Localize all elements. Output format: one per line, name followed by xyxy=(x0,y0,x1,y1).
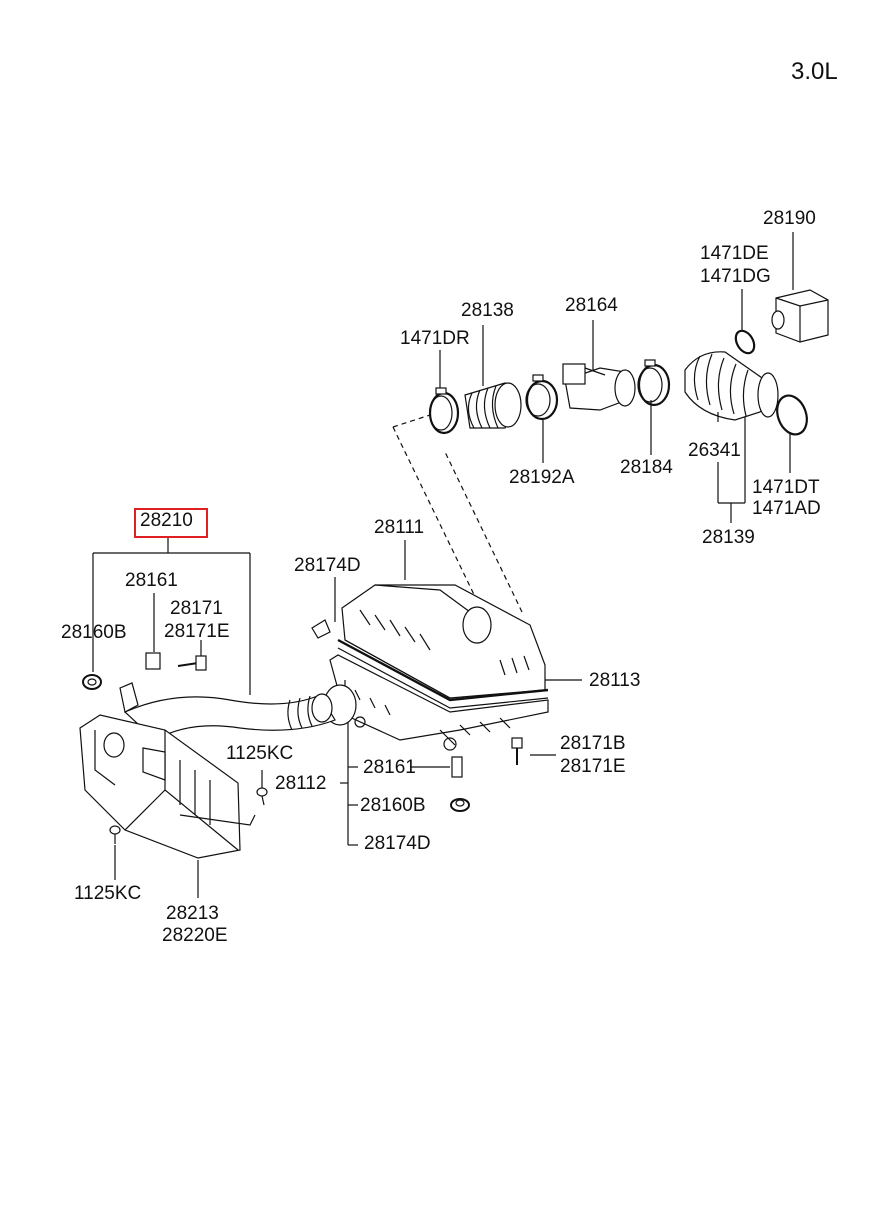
grommet-28160B-mid xyxy=(450,798,470,812)
bolt-28171-left xyxy=(177,655,207,671)
part-label-1471DE[interactable]: 1471DE xyxy=(700,243,769,264)
part-label-1125KC-bottom[interactable]: 1125KC xyxy=(74,883,142,904)
part-label-28192A[interactable]: 28192A xyxy=(509,467,575,488)
clip-28174D-shape xyxy=(311,619,331,639)
engine-size-label: 3.0L xyxy=(791,58,838,85)
part-label-28220E[interactable]: 28220E xyxy=(162,925,228,946)
grommet-28160B-left xyxy=(82,674,102,690)
part-label-1125KC-mid[interactable]: 1125KC xyxy=(226,743,294,764)
leader-lines-assembly xyxy=(92,536,582,898)
part-label-28210[interactable]: 28210 xyxy=(140,510,193,531)
resonator-box xyxy=(79,682,256,859)
part-label-28161-mid[interactable]: 28161 xyxy=(363,757,416,778)
part-label-28171E-left[interactable]: 28171E xyxy=(164,621,230,642)
air-cleaner-cover-28190 xyxy=(771,289,829,343)
part-label-1471DT[interactable]: 1471DT xyxy=(752,477,820,498)
part-label-28184[interactable]: 28184 xyxy=(620,457,673,478)
intake-hose-28139 xyxy=(684,351,779,422)
resonator-hose-28138 xyxy=(464,382,522,429)
connection-dashed-outline xyxy=(392,414,523,613)
clamp-28192A-shape xyxy=(525,374,559,421)
bolt-28171B xyxy=(511,737,523,765)
part-label-1471DG[interactable]: 1471DG xyxy=(700,266,771,287)
part-label-28171B[interactable]: 28171B xyxy=(560,733,626,754)
part-label-26341[interactable]: 26341 xyxy=(688,440,741,461)
air-flow-sensor-28164 xyxy=(562,363,636,411)
part-label-28138[interactable]: 28138 xyxy=(461,300,514,321)
part-label-28161-left[interactable]: 28161 xyxy=(125,570,178,591)
duct-hose xyxy=(123,693,336,741)
part-label-28139[interactable]: 28139 xyxy=(702,527,755,548)
part-label-1471AD[interactable]: 1471AD xyxy=(752,498,821,519)
part-label-28174D-bottom[interactable]: 28174D xyxy=(364,833,431,854)
part-label-28213[interactable]: 28213 xyxy=(166,903,219,924)
air-cleaner-body xyxy=(323,584,549,751)
part-label-28160B-mid[interactable]: 28160B xyxy=(360,795,426,816)
leader-lines-upper xyxy=(439,232,794,523)
bolt-1125KC-bottom xyxy=(109,825,121,844)
part-label-28190[interactable]: 28190 xyxy=(763,208,816,229)
part-label-28113[interactable]: 28113 xyxy=(589,670,641,691)
part-label-1471DR[interactable]: 1471DR xyxy=(400,328,470,349)
collar-28161-left xyxy=(145,652,161,670)
part-label-28164[interactable]: 28164 xyxy=(565,295,618,316)
part-label-28171E-right[interactable]: 28171E xyxy=(560,756,626,777)
bolt-1125KC-mid xyxy=(256,787,268,806)
clamp-1471DT-shape xyxy=(776,394,808,436)
part-label-28160B-left[interactable]: 28160B xyxy=(61,622,127,643)
part-label-28174D-top[interactable]: 28174D xyxy=(294,555,361,576)
collar-28161-mid xyxy=(451,756,463,778)
part-label-28111[interactable]: 28111 xyxy=(374,517,425,538)
clamp-1471DE-shape xyxy=(734,329,756,355)
part-label-28171[interactable]: 28171 xyxy=(170,598,223,619)
part-label-28112[interactable]: 28112 xyxy=(275,773,327,794)
selected-part-highlight xyxy=(134,508,208,538)
clamp-28184-shape xyxy=(637,359,671,407)
clamp-1471DR-shape xyxy=(428,387,460,435)
